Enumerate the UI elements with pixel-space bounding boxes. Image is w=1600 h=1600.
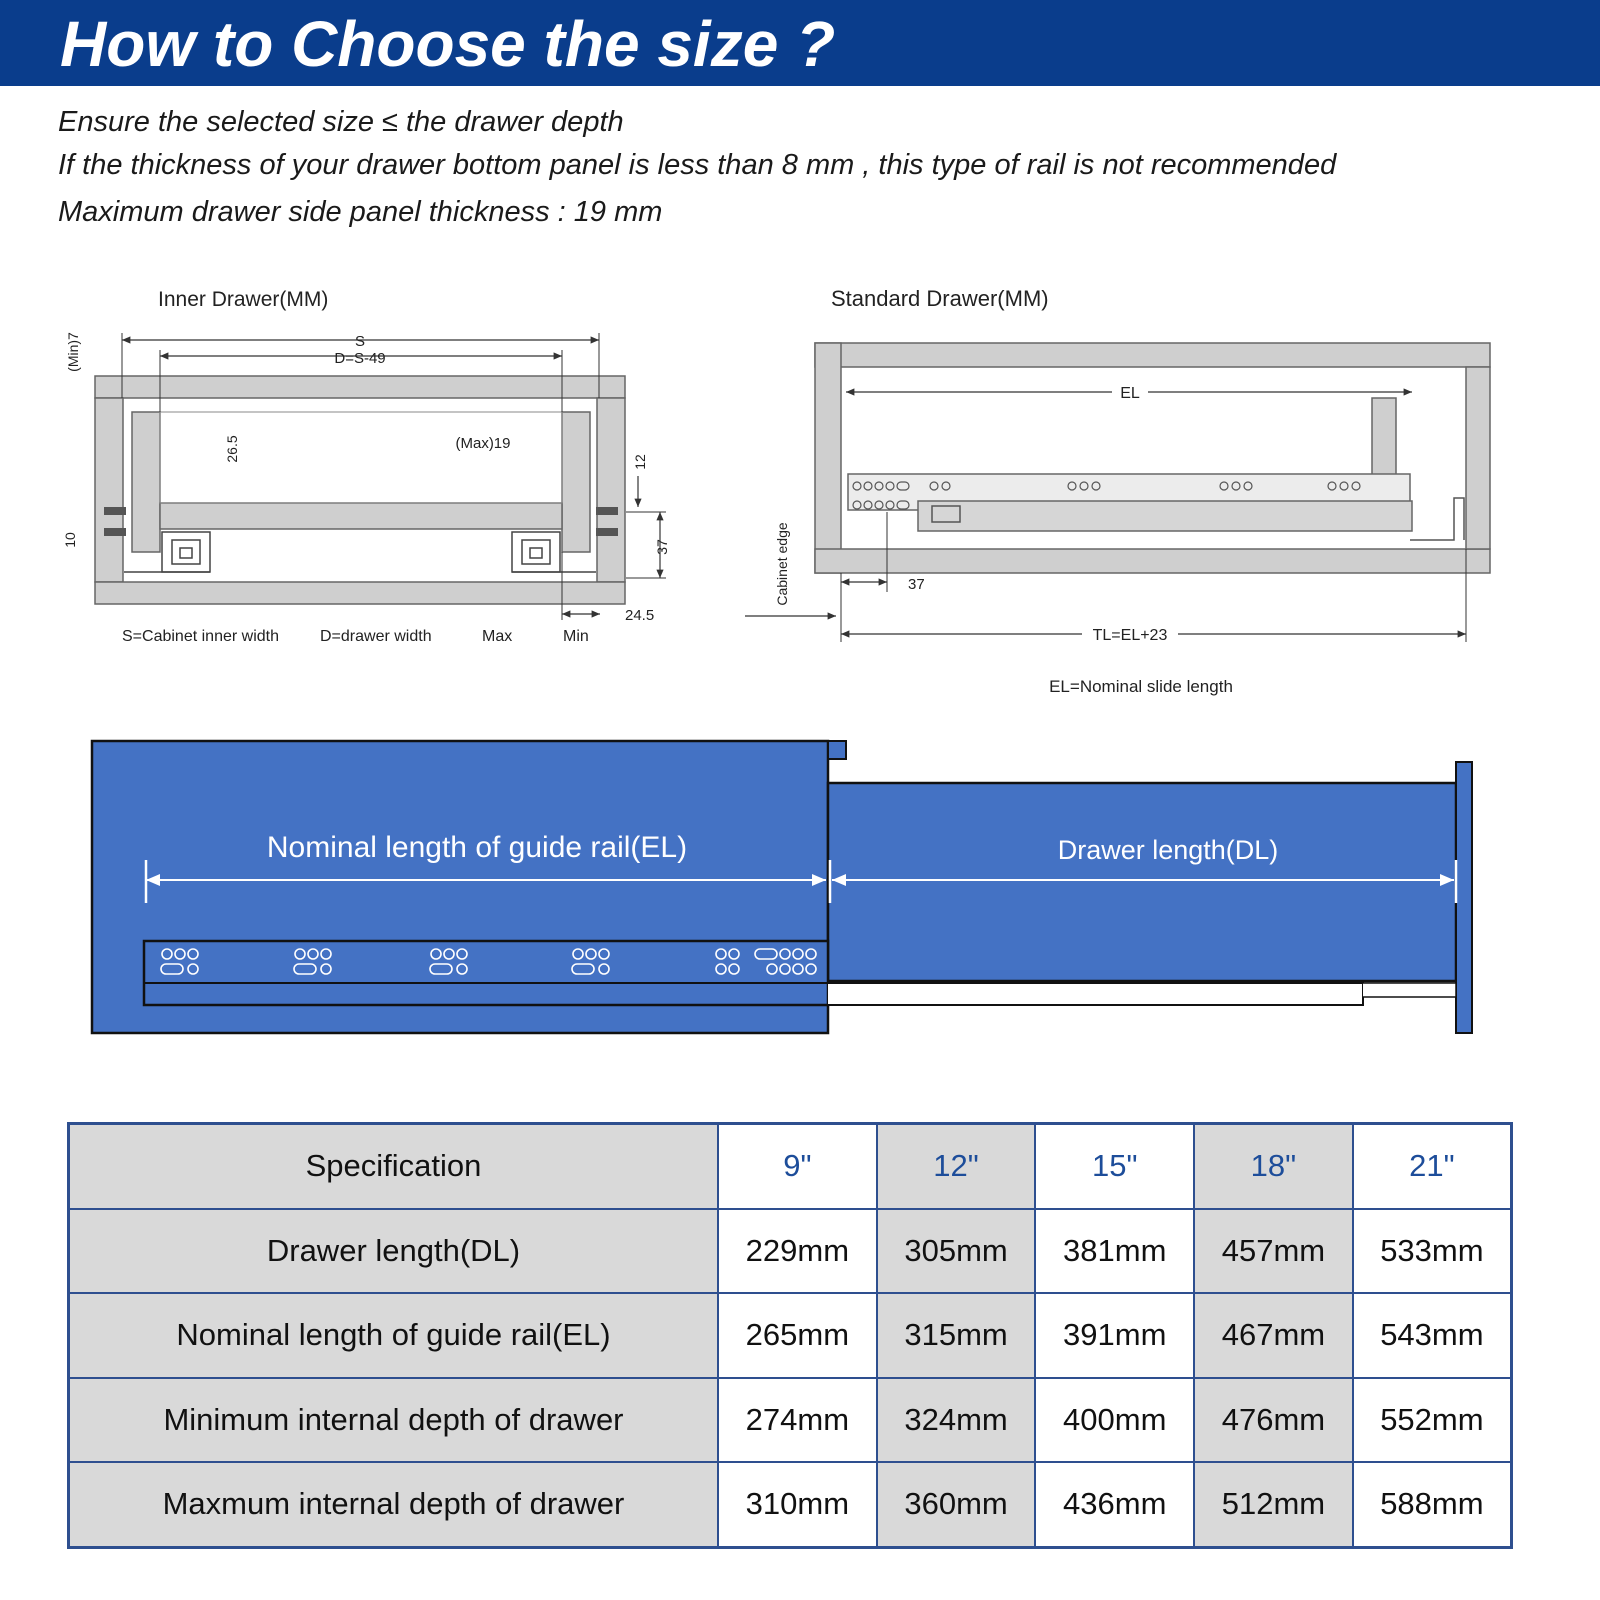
label-cabinet-edge: Cabinet edge <box>774 522 790 606</box>
size-12: 12" <box>875 1122 1037 1210</box>
legend-s: S=Cabinet inner width <box>122 628 279 645</box>
rail-holes <box>160 948 817 975</box>
size-15: 15" <box>1034 1122 1196 1210</box>
table-cell: 315mm <box>875 1292 1037 1379</box>
page-title: How to Choose the size ? <box>60 8 836 80</box>
inner-drawer-title: Inner Drawer(MM) <box>158 288 328 311</box>
drawer-length-label: Drawer length(DL) <box>1058 835 1279 865</box>
standard-drawer-title: Standard Drawer(MM) <box>831 286 1049 311</box>
table-row: Maxmum internal depth of drawer 310mm 36… <box>67 1460 1513 1549</box>
table-cell: 310mm <box>717 1460 878 1549</box>
table-cell: 467mm <box>1193 1292 1354 1379</box>
legend-min: Min <box>563 628 589 645</box>
cabinet-bottom <box>814 548 1491 574</box>
label-24-5: 24.5 <box>625 607 654 624</box>
cabinet-right-panel <box>596 397 626 583</box>
table-row: Minimum internal depth of drawer 274mm 3… <box>67 1376 1513 1463</box>
label-26-5: 26.5 <box>224 435 240 462</box>
table-cell: 265mm <box>717 1292 878 1379</box>
table-row: Nominal length of guide rail(EL) 265mm 3… <box>67 1292 1513 1379</box>
drawer-cavity <box>159 411 563 504</box>
cabinet-back <box>814 342 842 574</box>
table-row: Drawer length(DL) 229mm 305mm 381mm 457m… <box>67 1207 1513 1295</box>
table-cell: 305mm <box>875 1207 1037 1295</box>
drawer-bottom-panel <box>159 502 563 530</box>
slide-holes <box>852 481 1361 510</box>
cabinet-bottom-panel <box>94 581 626 605</box>
table-cell: 360mm <box>875 1460 1037 1549</box>
right-slide <box>511 531 596 573</box>
standard-drawer-diagram: Standard Drawer(MM) EL 37 TL=EL+23 Cabin… <box>745 286 1491 696</box>
legend-max: Max <box>482 628 512 645</box>
label-12: 12 <box>632 454 648 470</box>
size-18: 18" <box>1193 1122 1354 1210</box>
note-side-panel: Maximum drawer side panel thickness : 19… <box>58 196 663 228</box>
table-cell: 436mm <box>1034 1460 1196 1549</box>
table-cell: 381mm <box>1034 1207 1196 1295</box>
row-label: Drawer length(DL) <box>67 1207 719 1295</box>
size-21: 21" <box>1351 1122 1513 1210</box>
slide-inner <box>917 500 1413 532</box>
label-el: EL <box>1120 385 1140 402</box>
spec-table: Specification 9" 12" 15" 18" 21" Drawer … <box>67 1122 1513 1549</box>
cabinet-top <box>814 342 1491 368</box>
table-cell: 324mm <box>875 1376 1037 1463</box>
table-cell: 588mm <box>1351 1460 1513 1549</box>
label-min7: (Min)7 <box>65 332 81 372</box>
table-header-row: Specification 9" 12" 15" 18" 21" <box>67 1122 1513 1210</box>
table-cell: 512mm <box>1193 1460 1354 1549</box>
inner-drawer-diagram: Inner Drawer(MM) <box>62 288 670 645</box>
table-cell: 543mm <box>1351 1292 1513 1379</box>
label-tl: TL=EL+23 <box>1093 627 1168 644</box>
row-label: Maxmum internal depth of drawer <box>67 1460 719 1549</box>
label-max19: (Max)19 <box>455 435 510 452</box>
left-slide <box>124 531 211 573</box>
table-cell: 457mm <box>1193 1207 1354 1295</box>
row-label: Nominal length of guide rail(EL) <box>67 1292 719 1379</box>
rail-length-diagram: Nominal length of guide rail(EL) Drawer … <box>90 739 1473 1035</box>
table-cell: 274mm <box>717 1376 878 1463</box>
front-bracket <box>1410 497 1465 541</box>
label-10: 10 <box>62 532 78 548</box>
table-cell: 533mm <box>1351 1207 1513 1295</box>
drawer-front <box>1455 761 1473 1034</box>
slide-latch <box>931 505 961 523</box>
table-cell: 391mm <box>1034 1292 1196 1379</box>
label-d: D=S-49 <box>334 350 385 367</box>
legend-d: D=drawer width <box>320 628 432 645</box>
note-depth: Ensure the selected size ≤ the drawer de… <box>58 106 624 138</box>
screws <box>104 507 618 536</box>
rail-length-label: Nominal length of guide rail(EL) <box>267 831 687 864</box>
table-header-label: Specification <box>67 1122 719 1210</box>
standard-drawer-caption: EL=Nominal slide length <box>1049 677 1233 696</box>
drawer-right-side <box>561 411 591 553</box>
drawer-diagrams: Inner Drawer(MM) <box>62 286 1491 1035</box>
table-cell: 400mm <box>1034 1376 1196 1463</box>
table-cell: 552mm <box>1351 1376 1513 1463</box>
label-37-inner: 37 <box>654 539 670 555</box>
label-37-standard: 37 <box>908 576 925 593</box>
label-s: S <box>355 333 365 350</box>
rail-extension <box>828 982 1364 1006</box>
cabinet-left-panel <box>94 397 124 583</box>
drawer-left-side <box>131 411 161 553</box>
row-label: Minimum internal depth of drawer <box>67 1376 719 1463</box>
cabinet-lip <box>827 740 847 760</box>
note-bottom-panel: If the thickness of your drawer bottom p… <box>58 149 1337 181</box>
cabinet-front <box>1465 366 1491 550</box>
drawer-body <box>826 781 1458 983</box>
title-banner: How to Choose the size ? <box>0 0 1600 86</box>
table-cell: 229mm <box>717 1207 878 1295</box>
size-9: 9" <box>717 1122 878 1210</box>
table-cell: 476mm <box>1193 1376 1354 1463</box>
cabinet-top-panel <box>94 375 626 399</box>
guide-rail <box>142 939 830 1007</box>
